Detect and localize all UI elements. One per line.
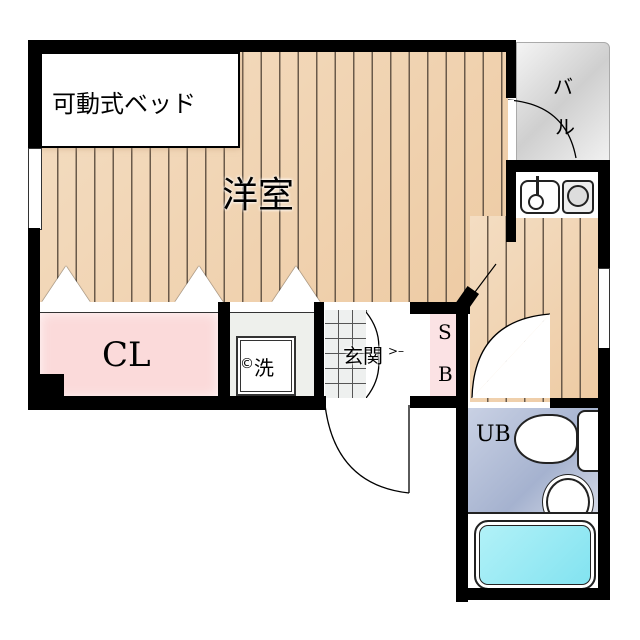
closet: CL [40,313,218,397]
shoe-box-label-top: S [438,320,452,344]
wall-washer-entrance-divider [314,302,324,402]
washer-door-marker [272,266,320,302]
balcony-label-top: バ [553,75,573,99]
washer-area-strip [230,302,314,313]
unit-bath-label: UB [476,422,511,447]
bathroom-door-swing [471,313,551,399]
movable-bed-label: 可動式ベッド [52,90,196,118]
movable-bed: 可動式ベッド [40,52,240,148]
entrance-step [366,312,410,398]
window-right [598,268,610,350]
balcony-label-bottom: ル [555,115,575,139]
stove-icon [562,180,594,214]
washer-label: 洗 [254,356,274,380]
wall-left-upper [28,40,40,148]
sink-icon [520,176,560,214]
wall-entrance-bottom [410,396,468,408]
wall-closet-washer-divider [218,302,230,402]
entrance-door-swing [325,405,410,494]
wall-right-upper [598,160,610,270]
western-room-label: 洋室 [222,175,295,216]
shoe-box-label-bottom: B [438,362,453,386]
entrance-label: 玄関 [343,344,383,368]
closet-top-strip [40,302,220,313]
entrance-tiles [325,310,369,398]
wall-kitchen-top [506,160,610,172]
wall-shoebox-top [410,302,470,314]
entrance-arrow-icon: >– [388,344,405,358]
wall-top [28,40,516,52]
balcony-door-swing [508,99,577,159]
wall-bath-top [550,398,610,408]
bathtub-icon [474,520,596,590]
wall-room-right-lower [506,160,516,242]
wall-room-right [506,40,516,98]
washer-icon: © [240,356,254,372]
wall-bottom-left [28,396,326,410]
balcony: バ ル [516,42,610,164]
closet-corner-wall [40,374,64,398]
closet-door-marker [42,266,90,302]
closet-label: CL [102,335,151,375]
closet-door-marker [175,266,223,302]
toilet-bowl-icon [514,414,578,464]
wall-bottom-right [456,588,610,600]
window-left [28,148,42,230]
entrance-inner-door-swing [366,312,380,398]
washer: © 洗 [236,336,296,396]
wall-right-lower [598,348,610,598]
wall-left-lower [28,228,40,410]
wall-shoebox-right [456,302,468,602]
